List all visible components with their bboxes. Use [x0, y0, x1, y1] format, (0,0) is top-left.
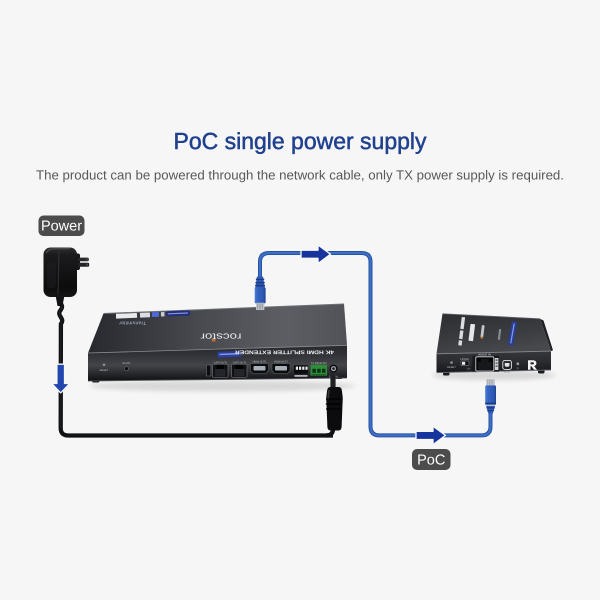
- svg-text:ON: ON: [467, 368, 471, 371]
- svg-text:CAT5 OUT1: CAT5 OUT1: [214, 361, 228, 364]
- svg-text:RESET: RESET: [100, 369, 109, 372]
- svg-text:HDMI: HDMI: [504, 371, 510, 374]
- svg-text:TX RS232 RX: TX RS232 RX: [311, 362, 327, 365]
- svg-text:HDMI OUT1: HDMI OUT1: [253, 361, 267, 364]
- svg-text:CAT5 OUT2: CAT5 OUT2: [233, 361, 247, 364]
- svg-text:Power: Power: [41, 219, 82, 235]
- svg-text:HDMI OUT2: HDMI OUT2: [274, 361, 288, 364]
- svg-text:IR EXT: IR EXT: [122, 362, 131, 365]
- svg-text:RESET: RESET: [447, 366, 456, 369]
- svg-text:The product can be powered thr: The product can be powered through the n…: [36, 168, 564, 183]
- svg-text:PoC: PoC: [417, 453, 445, 469]
- svg-text:4K HDMI SPLITTER EXTENDER: 4K HDMI SPLITTER EXTENDER: [235, 349, 334, 355]
- svg-text:AUDIO IN: AUDIO IN: [478, 352, 490, 356]
- svg-text:rocstor: rocstor: [199, 331, 241, 342]
- svg-text:Transmitter: Transmitter: [119, 320, 146, 326]
- svg-text:PoC single power supply: PoC single power supply: [174, 128, 427, 154]
- svg-text:IR: IR: [517, 367, 520, 370]
- svg-text:L/PWR: L/PWR: [460, 358, 468, 361]
